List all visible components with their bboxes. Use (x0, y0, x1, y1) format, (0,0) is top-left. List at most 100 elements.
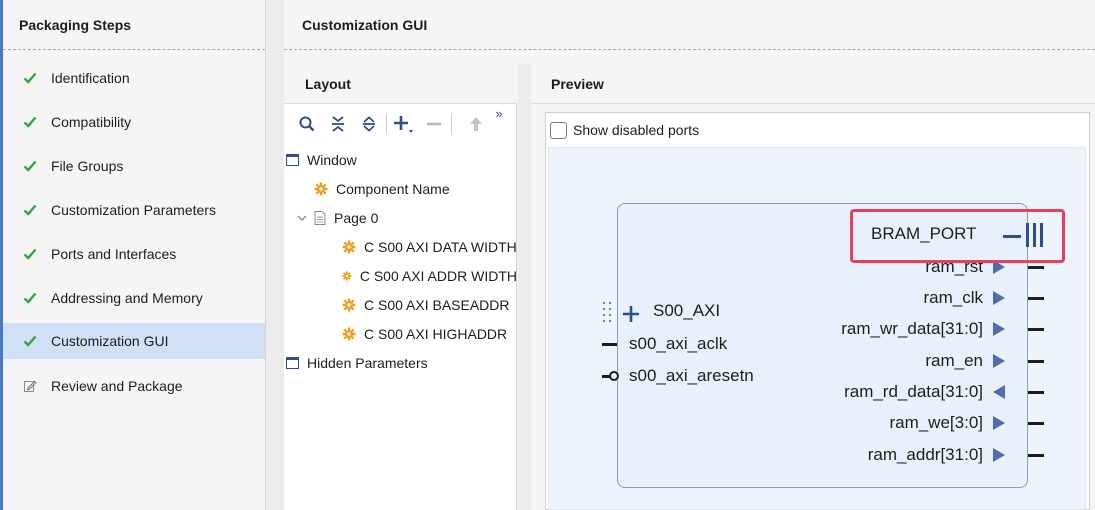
layout-title: Layout (305, 76, 351, 92)
tree-item-param[interactable]: C S00 AXI ADDR WIDTH (342, 264, 517, 288)
bram-port-highlight (850, 209, 1065, 263)
check-icon (23, 203, 37, 217)
gear-icon (342, 298, 356, 312)
tree-item-page-0[interactable]: Page 0 (296, 206, 378, 230)
pin (1028, 360, 1044, 363)
arrow-up-icon[interactable] (465, 113, 487, 135)
step-label: Ports and Interfaces (51, 246, 177, 262)
gear-icon (342, 240, 356, 254)
tree-item-hidden-parameters[interactable]: Hidden Parameters (286, 351, 428, 375)
tree-item-param[interactable]: C S00 AXI DATA WIDTH (342, 235, 517, 259)
check-icon (23, 71, 37, 85)
tree-item-window[interactable]: Window (286, 148, 357, 172)
tree-item-param[interactable]: C S00 AXI HIGHADDR (342, 322, 517, 346)
pin (1028, 297, 1044, 300)
tree-label: Window (307, 152, 357, 168)
check-icon (23, 334, 37, 348)
tree-label: Component Name (336, 181, 450, 197)
step-label: Customization Parameters (51, 202, 216, 218)
remove-icon[interactable] (423, 113, 445, 135)
step-addressing-and-memory[interactable]: Addressing and Memory (3, 280, 265, 316)
step-label: File Groups (51, 158, 124, 174)
gear-icon (342, 271, 352, 281)
output-arrow-icon (993, 322, 1005, 336)
tree-label: Page 0 (334, 210, 379, 226)
output-arrow-icon (993, 260, 1005, 274)
search-icon[interactable] (296, 113, 318, 135)
step-compatibility[interactable]: Compatibility (3, 104, 265, 140)
tree-label: C S00 AXI ADDR WIDTH (359, 268, 517, 284)
packaging-steps-title: Packaging Steps (19, 17, 132, 33)
chevron-down-icon[interactable] (296, 212, 308, 224)
bus-pin (1003, 235, 1021, 238)
tree-item-component-name[interactable]: Component Name (314, 177, 450, 201)
output-arrow-icon (993, 354, 1005, 368)
port-ram-addr: ram_addr[31:0] (867, 445, 983, 464)
show-disabled-ports-label: Show disabled ports (573, 122, 700, 138)
port-ram-wr-data: ram_wr_data[31:0] (841, 319, 983, 338)
step-label: Identification (51, 70, 130, 86)
drag-handle-icon[interactable] (601, 300, 615, 326)
layout-panel: Layout » Window Component Name (284, 64, 517, 510)
pin-s00-axi-aresetn (602, 375, 612, 378)
step-customization-gui[interactable]: Customization GUI (3, 323, 265, 359)
step-review-and-package[interactable]: Review and Package (3, 368, 265, 404)
step-label: Compatibility (51, 114, 132, 130)
tree-label: Hidden Parameters (307, 355, 428, 371)
step-identification[interactable]: Identification (3, 60, 265, 96)
toolbar-separator (386, 114, 387, 134)
tree-label: C S00 AXI DATA WIDTH (364, 239, 517, 255)
pin (1028, 328, 1044, 331)
preview-title: Preview (551, 76, 604, 92)
step-label: Customization GUI (51, 333, 169, 349)
splitter[interactable] (266, 0, 284, 510)
port-ram-we: ram_we[3:0] (889, 413, 983, 432)
divider (3, 49, 265, 50)
pin (1028, 266, 1044, 269)
check-icon (23, 291, 37, 305)
check-icon (23, 159, 37, 173)
show-disabled-ports-checkbox[interactable] (550, 122, 567, 139)
check-icon (23, 247, 37, 261)
toolbar-separator (451, 114, 452, 134)
collapse-all-icon[interactable] (327, 113, 349, 135)
preview-header: Preview (531, 64, 1095, 104)
output-arrow-icon (993, 416, 1005, 430)
step-file-groups[interactable]: File Groups (3, 148, 265, 184)
interface-s00-axi: S00_AXI (653, 301, 721, 320)
interface-bram-port: BRAM_PORT (871, 224, 977, 243)
customization-gui-title: Customization GUI (302, 17, 428, 33)
splitter[interactable] (518, 64, 531, 510)
layout-toolbar: » (284, 104, 517, 208)
expand-interface-icon[interactable] (621, 304, 641, 324)
port-s00-axi-aclk: s00_axi_aclk (629, 334, 728, 353)
expand-all-icon[interactable] (358, 113, 380, 135)
check-icon (23, 115, 37, 129)
step-label: Addressing and Memory (51, 290, 203, 306)
divider (284, 49, 1095, 50)
ip-block[interactable] (617, 203, 1028, 488)
output-arrow-icon (993, 291, 1005, 305)
more-icon[interactable]: » (495, 105, 503, 121)
pin-s00-axi-aclk (602, 343, 617, 346)
port-ram-rd-data: ram_rd_data[31:0] (844, 382, 983, 401)
inversion-bubble-icon (609, 371, 619, 381)
tree-label: C S00 AXI BASEADDR (364, 297, 510, 313)
step-ports-and-interfaces[interactable]: Ports and Interfaces (3, 236, 265, 272)
pin (1028, 422, 1044, 425)
window-icon (286, 154, 299, 166)
gear-icon (314, 182, 328, 196)
bus-icon (1026, 223, 1043, 247)
tree-label: C S00 AXI HIGHADDR (364, 326, 508, 342)
gear-icon (342, 327, 356, 341)
output-arrow-icon (993, 448, 1005, 462)
step-label: Review and Package (51, 378, 183, 394)
tree-item-param[interactable]: C S00 AXI BASEADDR (342, 293, 517, 317)
page-icon (314, 211, 326, 225)
step-customization-parameters[interactable]: Customization Parameters (3, 192, 265, 228)
pin (1028, 454, 1044, 457)
add-icon[interactable] (392, 113, 414, 135)
window-icon (286, 357, 299, 369)
edit-icon (23, 379, 37, 393)
port-s00-axi-aresetn: s00_axi_aresetn (629, 366, 754, 385)
